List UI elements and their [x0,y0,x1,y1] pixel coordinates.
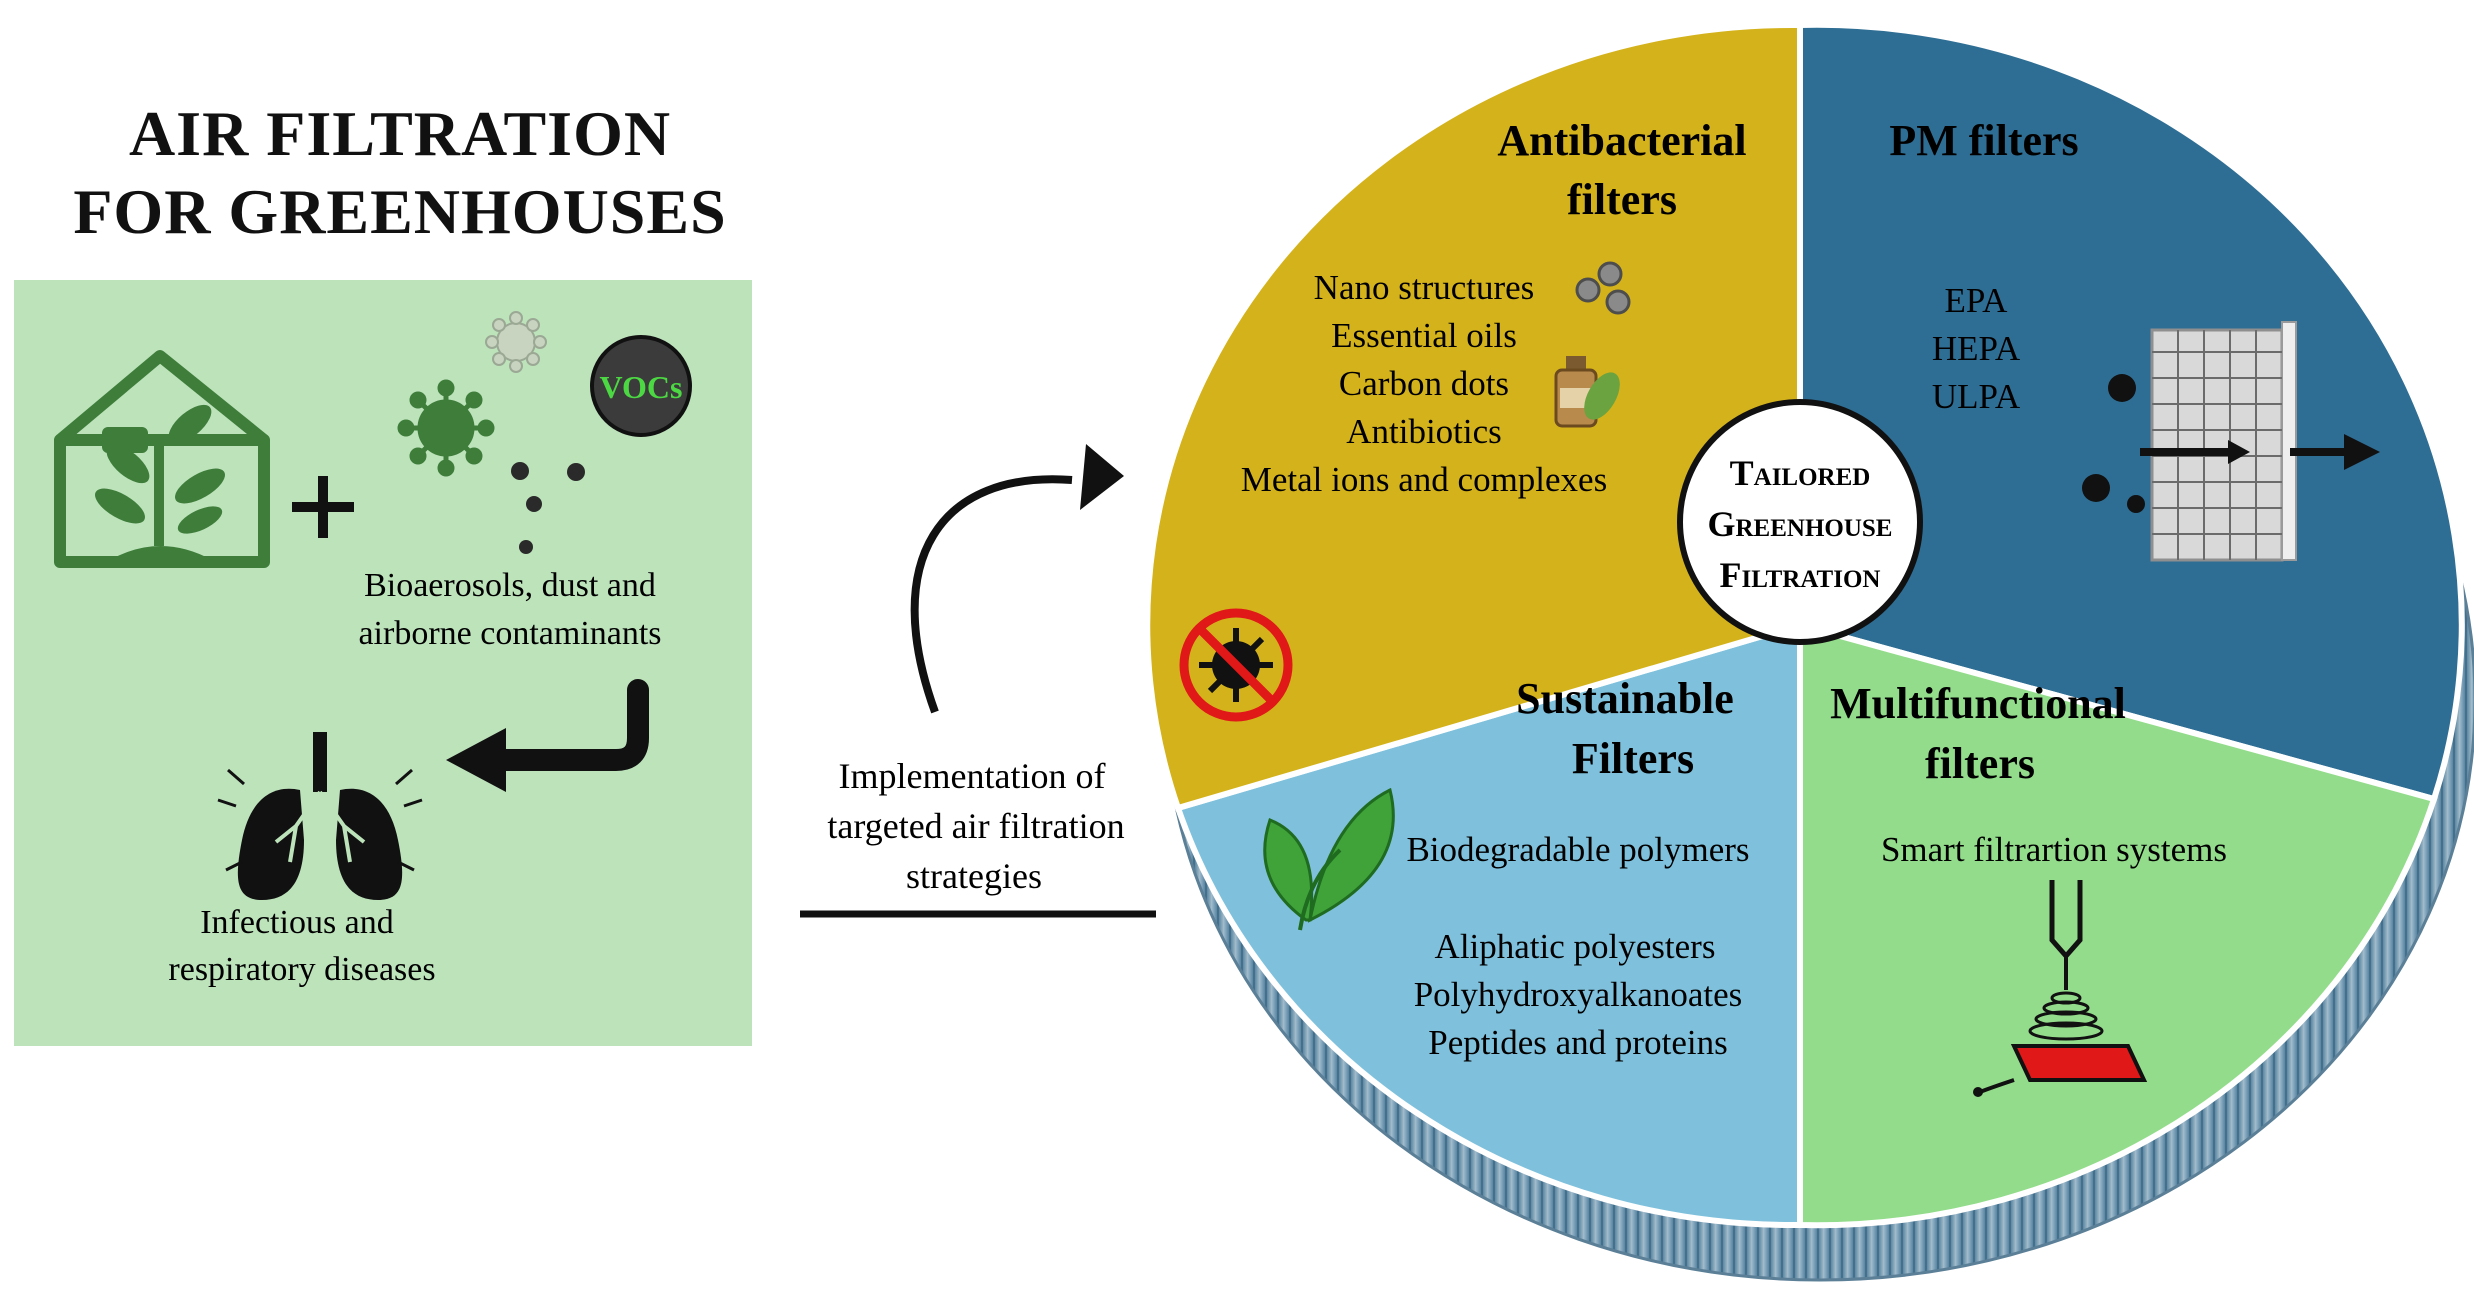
vocs-bubble: VOCs [590,335,692,437]
pm-title: PM filters [1889,116,2078,165]
multifunctional-title-2: filters [1925,739,2035,788]
curved-arrow-left-icon [446,679,649,792]
multifunctional-item-1: Smart filtrartion systems [1881,830,2227,869]
contaminants-line-2: airborne contaminants [358,615,661,652]
implementation-line-3: strategies [906,856,1042,896]
filter-pie [1144,21,2465,1229]
pm-item-epa: EPA [1945,281,2009,320]
sustainable-title-2: Filters [1572,734,1694,783]
sustainable-item-1: Biodegradable polymers [1406,830,1749,869]
main-title: AIR FILTRATION FOR GREENHOUSES [30,95,770,251]
antibacterial-item-5: Metal ions and complexes [1241,460,1607,499]
sustainable-title-1: Sustainable [1516,674,1734,723]
sustainable-item-2: Aliphatic polyesters [1435,927,1716,966]
antibacterial-item-3: Carbon dots [1339,364,1509,403]
virus-icon [397,379,495,477]
center-line-1: Tailored [1730,453,1871,493]
dust-particles-icon [511,462,585,554]
center-line-2: Greenhouse [1708,504,1893,544]
hepa-filter-icon [2150,321,2297,562]
vocs-label: VOCs [600,369,683,405]
nanoparticles-icon [1575,261,1631,315]
essential-oil-bottle-icon [1554,356,1620,428]
sector-multifunctional-filters [1797,621,2438,1229]
particles-icon [2082,374,2145,513]
diseases-line-2: respiratory diseases [168,951,435,988]
sector-antibacterial-filters [1144,21,1803,812]
airflow-arrow-icon [2140,434,2380,470]
title-line-2: FOR GREENHOUSES [73,176,727,247]
diseases-line-1: Infectious and [200,904,394,941]
center-badge: Tailored Greenhouse Filtration [1677,399,1923,645]
plus-icon [292,476,354,538]
antibacterial-title-2: filters [1567,175,1677,224]
antibacterial-item-2: Essential oils [1331,316,1517,355]
center-line-3: Filtration [1720,555,1881,595]
antibacterial-title-1: Antibacterial [1497,116,1746,165]
leaves-icon [1263,787,1395,931]
pm-item-ulpa: ULPA [1932,377,2021,416]
plant-icon [95,404,225,560]
contaminants-line-1: Bioaerosols, dust and [364,567,656,604]
sector-sustainable-filters [1174,620,1803,1229]
antibacterial-item-1: Nano structures [1314,268,1535,307]
electrospinning-icon [1973,880,2148,1097]
multifunctional-title-1: Multifunctional [1830,679,2126,728]
implementation-arrow-icon [910,444,1124,714]
implementation-line-2: targeted air filtration [827,806,1124,846]
antibacterial-item-4: Antibiotics [1346,412,1502,451]
lungs-icon [217,732,423,900]
pm-item-hepa: HEPA [1932,329,2021,368]
no-bacteria-icon [1179,608,1293,722]
title-line-1: AIR FILTRATION [128,98,672,169]
sustainable-item-3: Polyhydroxyalkanoates [1414,975,1743,1014]
sustainable-item-4: Peptides and proteins [1428,1023,1727,1062]
pollen-icon [485,311,547,373]
sector-pm-filters [1797,21,2465,803]
implementation-line-1: Implementation of [839,756,1106,796]
